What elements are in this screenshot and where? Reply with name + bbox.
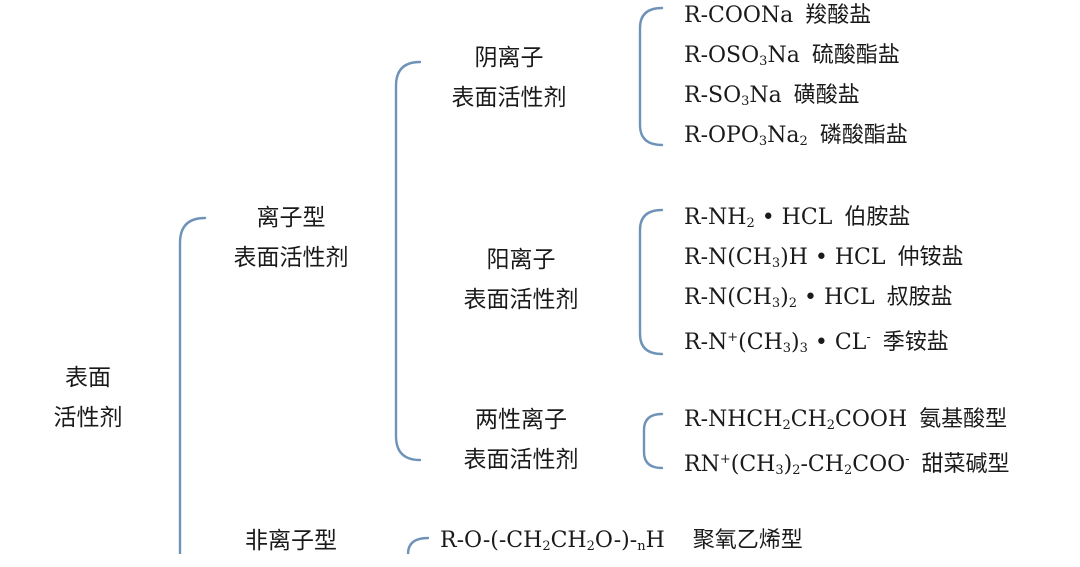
- bracket-lines: [178, 6, 664, 554]
- amphoteric-label: 两性离子表面活性剂: [463, 407, 579, 473]
- cationic-label: 阳离子表面活性剂: [463, 247, 579, 313]
- root-label: 表面活性剂: [53, 365, 123, 431]
- amphoteric-bracket: [642, 412, 664, 470]
- root-bracket: [178, 216, 207, 554]
- ionic-label: 离子型表面活性剂: [233, 205, 349, 271]
- cationic-bracket: [638, 208, 664, 356]
- anionic-bracket: [638, 6, 664, 147]
- amphoteric-item-betaine: RN+(CH3)2-CH2COO-甜菜碱型: [684, 452, 1010, 478]
- cationic-item-quaternary-ammonium: R-N+(CH3)3 • CL-季铵盐: [684, 330, 949, 356]
- nonionic-bracket: [406, 536, 430, 554]
- nonionic-label: 非离子型: [245, 528, 337, 554]
- anionic-label: 阴离子表面活性剂: [451, 45, 567, 111]
- ionic-bracket: [394, 60, 422, 462]
